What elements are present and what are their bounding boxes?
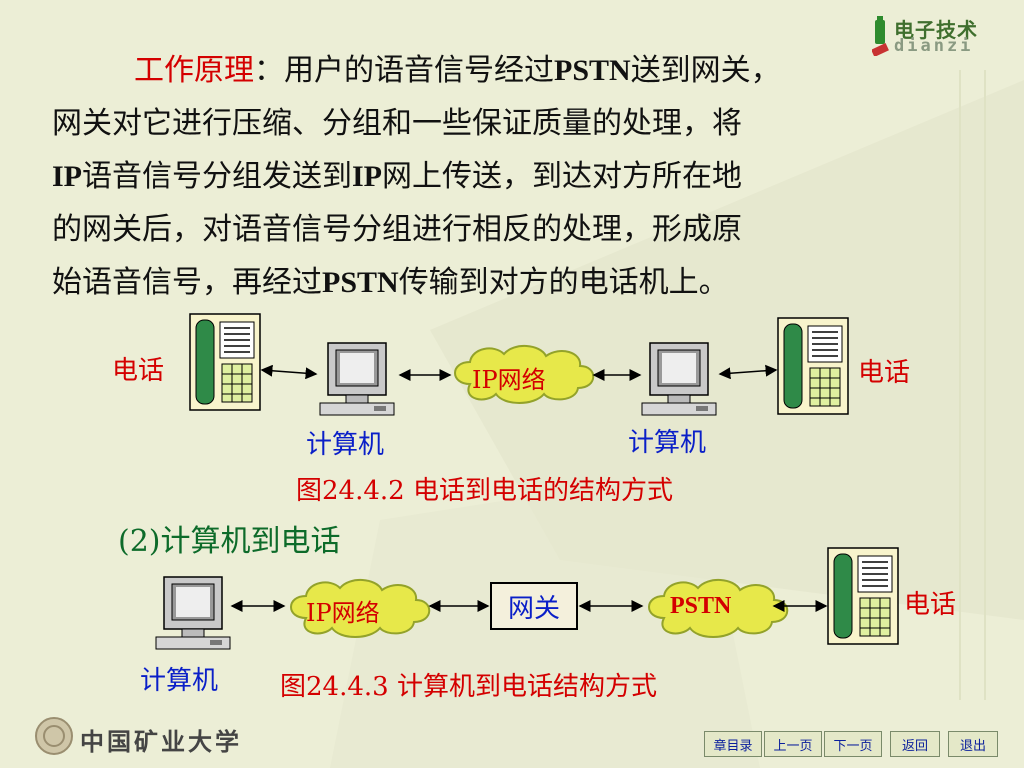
computer-icon <box>641 342 717 416</box>
text-run: 传输到对方的电话机上。 <box>398 265 729 300</box>
text-run: 始语音信号，再经过 <box>52 265 322 300</box>
text-run: ：用户的语音信号经过 <box>254 53 554 88</box>
paragraph-line: 始语音信号，再经过PSTN传输到对方的电话机上。 <box>52 256 972 309</box>
section-title: (2)计算机到电话 <box>118 524 341 559</box>
ip-network-label: IP网络 <box>472 366 546 394</box>
back-button[interactable]: 返回 <box>890 731 940 757</box>
phone-label: 电话 <box>904 590 957 620</box>
computer-label: 计算机 <box>140 666 219 696</box>
university-name: 中国矿业大学 <box>80 727 242 756</box>
university-logo: 中国矿业大学 <box>34 714 254 758</box>
brand-logo-cn: 电子技术 <box>894 18 978 42</box>
phone-label-left: 电话 <box>112 356 165 386</box>
text-run: IP <box>52 160 82 193</box>
paragraph-line: 的网关后，对语音信号分组进行相反的处理，形成原 <box>52 203 972 256</box>
link-arrow <box>718 364 778 380</box>
text-run: 送到网关， <box>630 53 781 88</box>
exit-button[interactable]: 退出 <box>948 731 998 757</box>
text-run: 的网关后，对语音信号分组进行相反的处理，形成原 <box>52 212 742 247</box>
paragraph-line: 网关对它进行压缩、分组和一些保证质量的处理，将 <box>52 97 972 150</box>
paragraph-line: IP语音信号分组发送到IP网上传送，到达对方所在地 <box>52 150 972 203</box>
text-run: PSTN <box>322 266 399 299</box>
slide-navigation: 章目录 上一页 下一页 返回 退出 <box>704 731 998 759</box>
previous-page-button[interactable]: 上一页 <box>764 731 822 757</box>
computer-label-left: 计算机 <box>306 430 385 460</box>
figure-caption-2: 图24.4.3 计算机到电话结构方式 <box>280 672 657 702</box>
gateway-label: 网关 <box>507 593 560 624</box>
phone-label-right: 电话 <box>858 358 911 388</box>
battery-icon <box>872 16 889 56</box>
text-run: IP <box>352 160 382 193</box>
text-run: 网上传送，到达对方所在地 <box>382 159 742 194</box>
figure-caption-1: 图24.4.2 电话到电话的结构方式 <box>296 476 673 506</box>
computer-label-right: 计算机 <box>628 428 707 458</box>
text-run: 语音信号分组发送到 <box>82 159 352 194</box>
description-paragraph: 工作原理：用户的语音信号经过PSTN送到网关， 网关对它进行压缩、分组和一些保证… <box>52 44 972 309</box>
pstn-label: PSTN <box>670 593 732 619</box>
brand-logo-en: dianzi <box>894 36 974 56</box>
ip-network-label: IP网络 <box>306 599 380 627</box>
telephone-icon <box>777 317 849 415</box>
brand-logo: 电子技术 dianzi <box>872 14 1012 58</box>
paragraph-line: 工作原理：用户的语音信号经过PSTN送到网关， <box>52 44 972 97</box>
text-run: 网关对它进行压缩、分组和一些保证质量的处理，将 <box>52 106 742 141</box>
telephone-icon <box>827 547 899 645</box>
seal-icon <box>35 717 73 755</box>
gateway-box: 网关 <box>490 582 578 630</box>
text-run: PSTN <box>554 54 631 87</box>
telephone-icon <box>189 313 261 411</box>
next-page-button[interactable]: 下一页 <box>824 731 882 757</box>
computer-icon <box>319 342 395 416</box>
lead-term: 工作原理 <box>134 53 254 88</box>
chapter-index-button[interactable]: 章目录 <box>704 731 762 757</box>
computer-icon <box>155 576 231 650</box>
link-arrow <box>260 364 318 380</box>
